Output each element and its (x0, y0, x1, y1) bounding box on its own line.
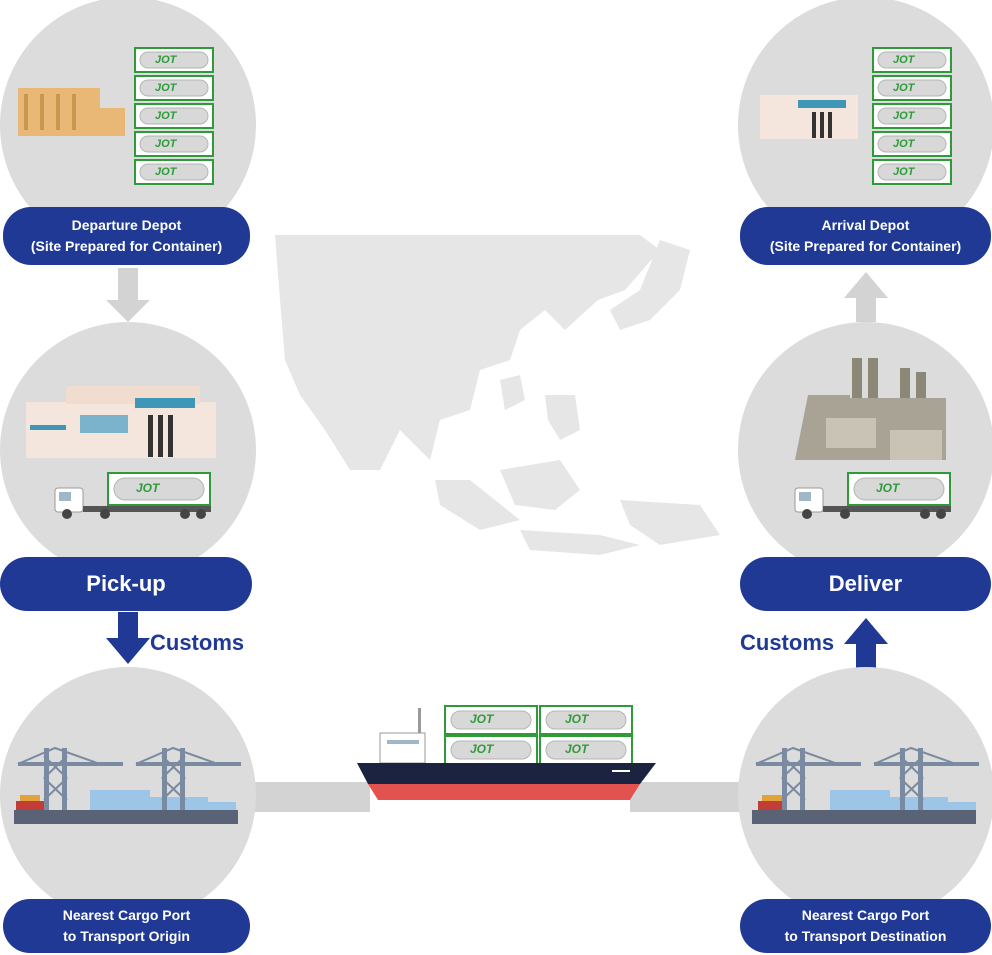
deliver-illustration (794, 358, 952, 520)
departure-depot-line2: (Site Prepared for Container) (30, 238, 223, 254)
customs-label-left: Customs (150, 630, 245, 655)
deliver-text: Deliver (828, 571, 903, 596)
destination-port-illustration (752, 747, 980, 824)
origin-port-line2: to Transport Origin (63, 928, 190, 944)
arrival-depot-label: Arrival Depot (Site Prepared for Contain… (740, 207, 991, 265)
deliver-label: Deliver (740, 557, 991, 611)
arrival-depot-illustration (760, 47, 952, 185)
departure-depot-illustration (18, 47, 214, 185)
destination-port-line1: Nearest Cargo Port (801, 907, 930, 923)
destination-port-line2: to Transport Destination (784, 928, 947, 944)
pickup-label: Pick-up (0, 557, 252, 611)
arrow-up-navy (844, 618, 888, 670)
destination-port-label: Nearest Cargo Port to Transport Destinat… (740, 899, 991, 953)
route-bar-left (250, 782, 370, 812)
origin-port-illustration (14, 747, 242, 824)
arrival-depot-line1: Arrival Depot (821, 217, 910, 233)
origin-port-label: Nearest Cargo Port to Transport Origin (3, 899, 250, 953)
arrival-depot-line2: (Site Prepared for Container) (769, 238, 962, 254)
arrow-down-gray (106, 268, 150, 322)
pickup-text: Pick-up (86, 571, 166, 596)
asia-map (275, 235, 720, 555)
departure-depot-label: Departure Depot (Site Prepared for Conta… (3, 207, 250, 265)
arrow-down-navy (106, 612, 150, 664)
cargo-ship (357, 705, 656, 800)
pickup-illustration (26, 386, 216, 520)
customs-label-right: Customs (740, 630, 835, 655)
origin-port-line1: Nearest Cargo Port (62, 907, 191, 923)
route-bar-right (630, 782, 750, 812)
departure-depot-line1: Departure Depot (71, 217, 182, 233)
arrow-up-gray (844, 272, 888, 322)
